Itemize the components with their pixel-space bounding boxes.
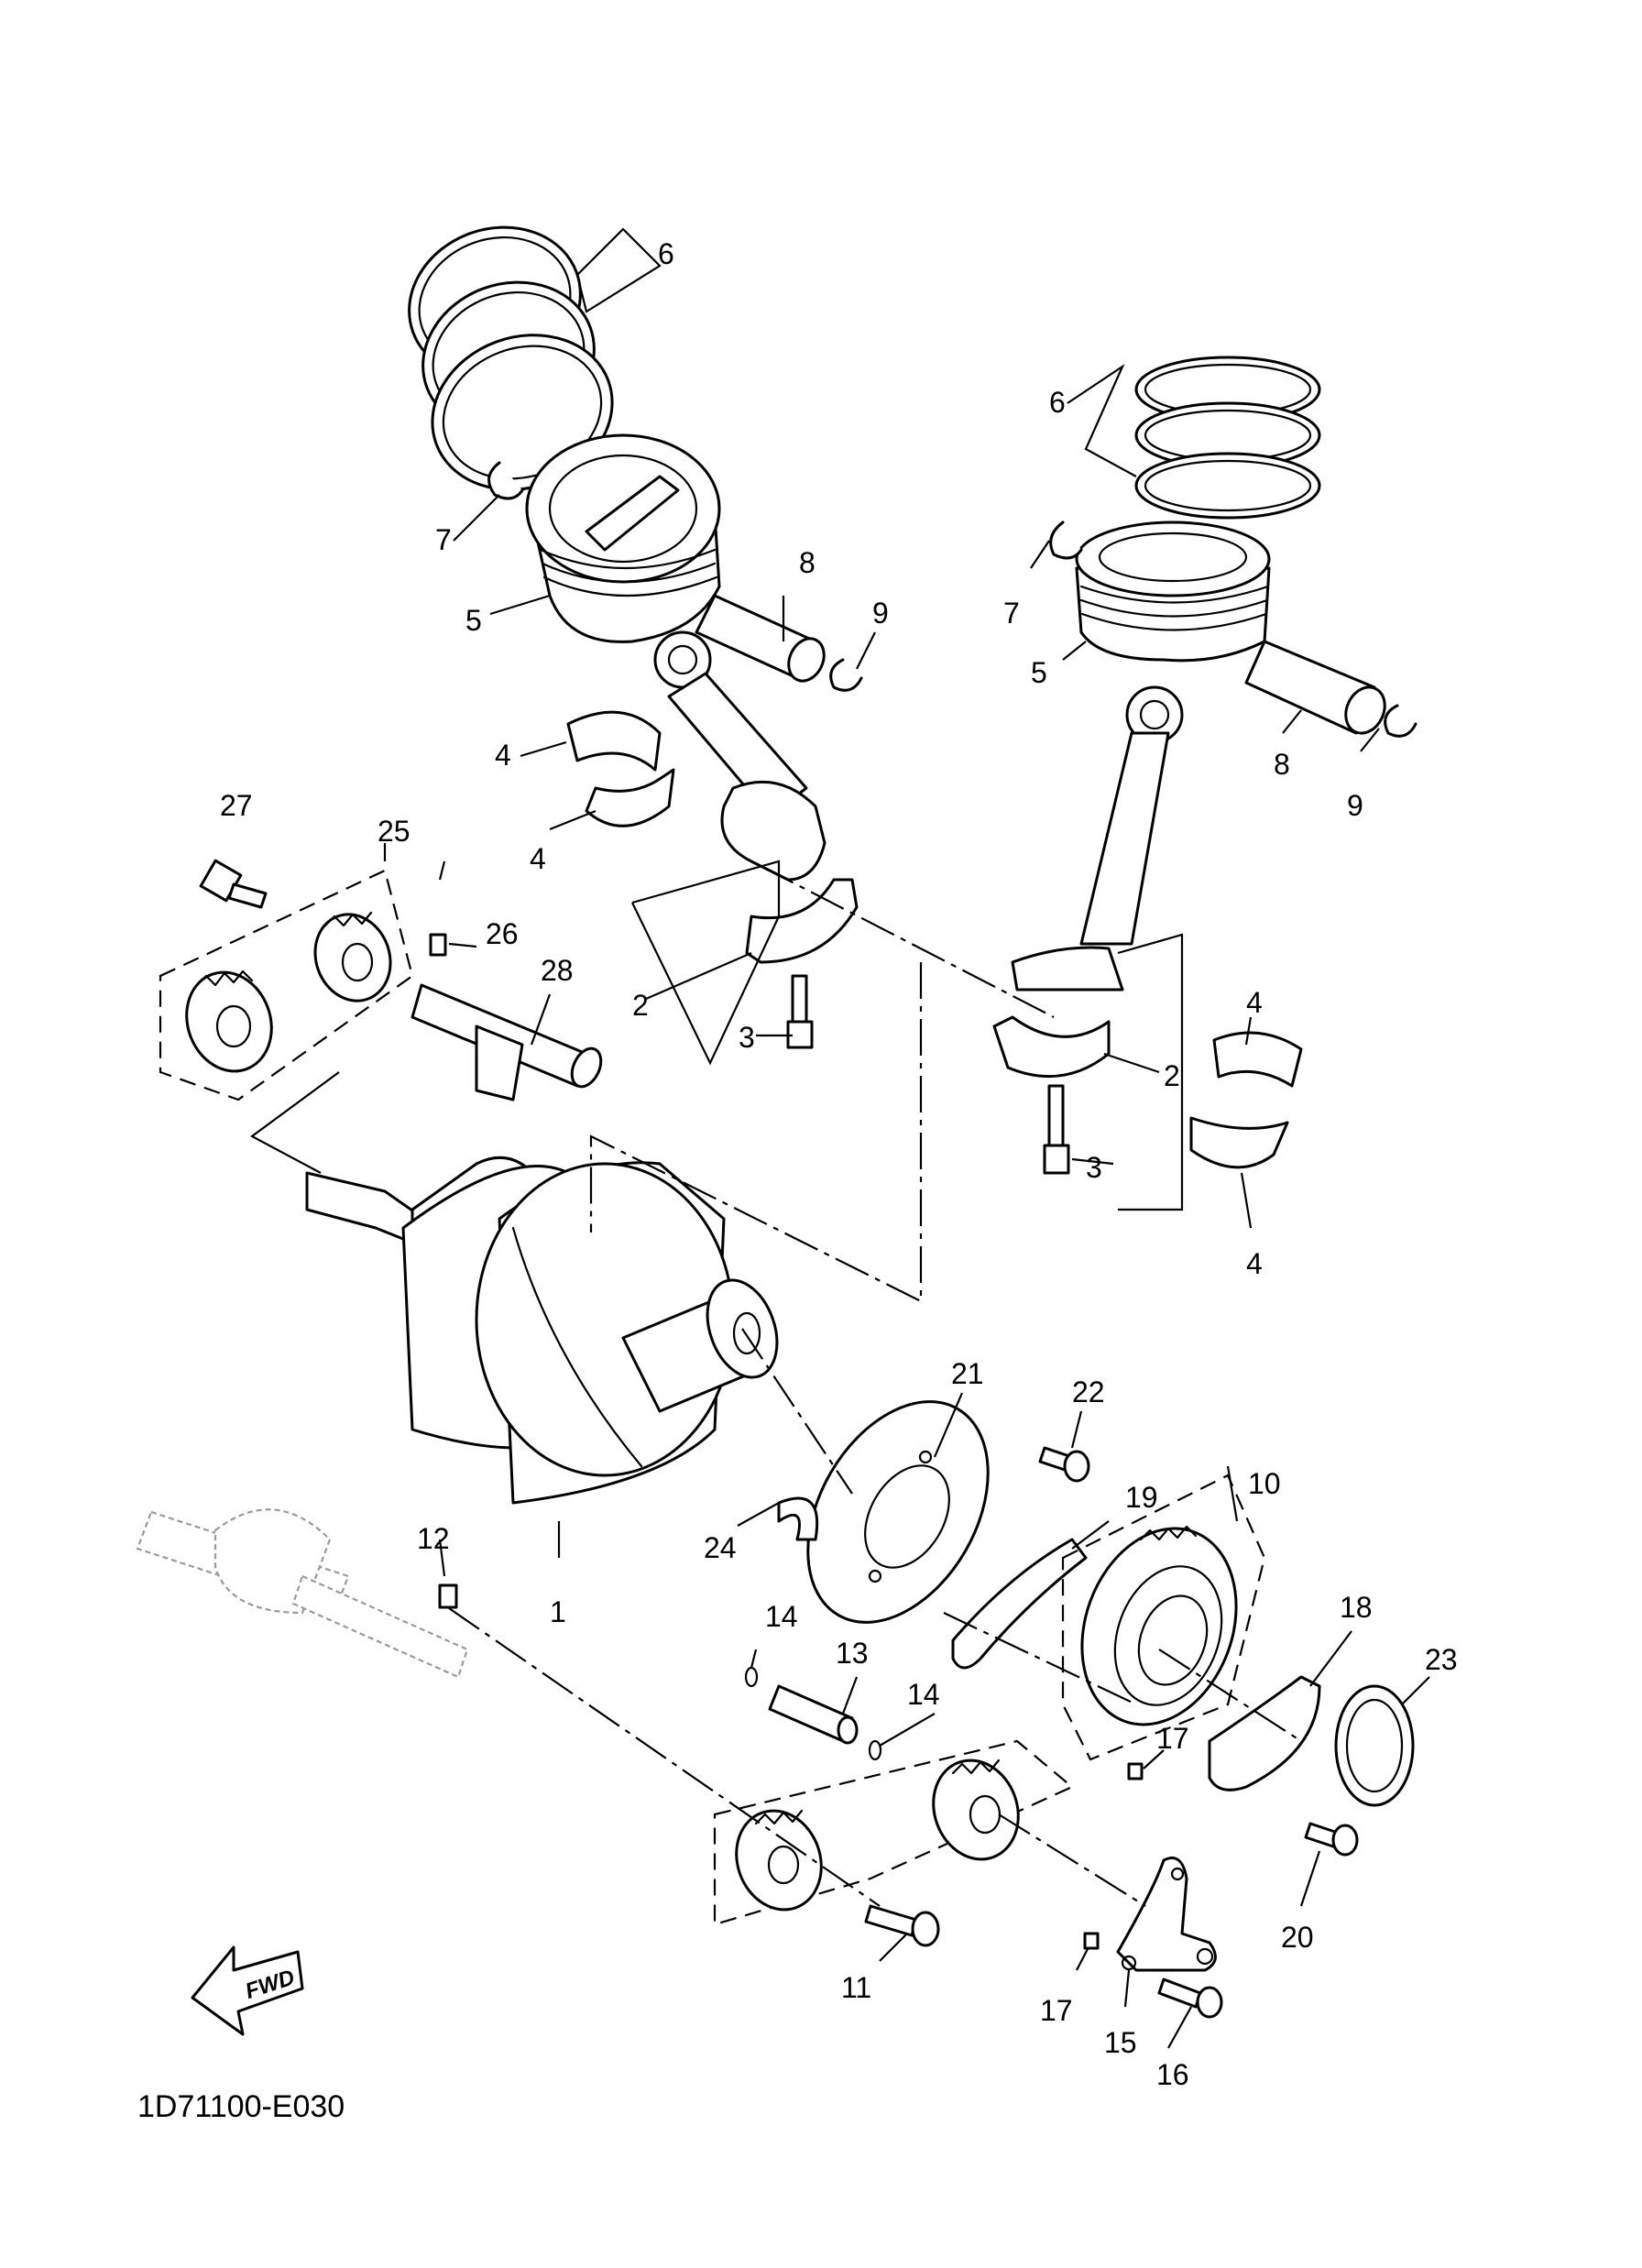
callout-10: 10 [1248,1467,1281,1500]
circlip-right-9 [1384,704,1418,738]
callout-2-right: 2 [1164,1059,1180,1092]
fwd-arrow-icon: FWD [191,1945,304,2036]
callout-1: 1 [550,1595,566,1628]
piston-pin-left-8 [695,594,826,683]
callout-6-left: 6 [658,237,674,270]
pin-17a [1127,1762,1144,1780]
callout-5-left: 5 [465,604,482,637]
chain-lines [249,860,1302,1907]
gear-assembly-box-25 [159,869,414,1101]
callout-11: 11 [841,1971,871,2004]
bearings-left-4 [566,710,675,827]
piston-right [1075,520,1271,663]
piston-left [525,433,721,643]
callout-3-right: 3 [1086,1151,1102,1184]
callout-8-right: 8 [1274,748,1290,781]
callout-24: 24 [704,1531,737,1564]
circlip-right-7 [1049,520,1083,560]
callout-8-left: 8 [799,546,816,579]
bolt-16 [1157,1978,1223,2019]
callout-26: 26 [486,917,519,950]
callout-16: 16 [1156,2058,1189,2091]
callout-17-lower: 17 [1040,1994,1073,2027]
key-26 [429,933,447,957]
leader-lines [383,227,1430,2049]
callout-3-left: 3 [739,1021,755,1054]
flange-21 [806,1400,990,1624]
callout-22: 22 [1072,1375,1105,1408]
callout-17-upper: 17 [1156,1722,1189,1755]
callout-15: 15 [1104,2026,1137,2059]
callout-14-lower: 14 [907,1678,940,1711]
idler-gear-large [932,1759,1020,1861]
o-ring-14a [744,1666,759,1688]
starter-clutch-box-10 [1061,1474,1266,1761]
balancer-shaft-28 [410,983,603,1101]
connecting-rod-right [1011,685,1184,992]
bearing-half-19 [951,1538,1088,1670]
idler-gear-small [735,1809,823,1912]
callout-5-right: 5 [1031,656,1047,689]
bolt-20 [1304,1822,1359,1857]
callout-6-right: 6 [1049,386,1066,419]
o-ring-14b [868,1739,882,1761]
bolt-11 [864,1904,940,1947]
callout-18: 18 [1340,1591,1373,1624]
pin-17b [1083,1932,1100,1950]
callout-2-left: 2 [632,989,649,1022]
shaft-13 [768,1684,859,1745]
rod-bolt-right-3 [1043,1084,1070,1175]
callout-27: 27 [220,789,253,822]
callout-21: 21 [951,1357,984,1390]
connecting-rod-left [653,630,826,882]
balancer-gear-large [185,970,273,1073]
circlip-left-7 [487,461,524,500]
piston-rings-right [1134,356,1321,520]
callout-4-right-upper: 4 [1246,986,1263,1019]
bracket-15 [1116,1857,1217,1972]
key-12 [438,1583,458,1609]
callout-25: 25 [378,815,410,848]
diagram-code: 1D71100-E030 [137,2089,345,2124]
callout-14-upper: 14 [765,1600,798,1633]
bolt-22 [1038,1446,1090,1483]
rod-bolt-left-3 [786,974,814,1049]
callout-4-right-lower: 4 [1246,1247,1263,1280]
balancer-gear-small [313,911,392,1003]
callout-28: 28 [541,954,574,987]
callout-9-right: 9 [1347,789,1363,822]
callout-13: 13 [836,1637,869,1670]
callout-20: 20 [1281,1921,1314,1954]
bolt-27 [199,859,268,909]
piston-pin-right-8 [1244,640,1386,735]
rod-cap-right [992,1015,1111,1079]
callout-7-left: 7 [435,523,452,556]
bearings-right-4 [1189,1031,1303,1169]
callout-23: 23 [1425,1643,1458,1676]
callout-19: 19 [1125,1481,1158,1514]
callout-7-right: 7 [1003,597,1020,630]
background-shaft-faint [136,1508,469,1679]
callout-9-left: 9 [872,597,889,630]
callout-4-left-lower: 4 [530,842,546,875]
circlip-left-9 [829,658,863,692]
starter-clutch-gear [1080,1525,1238,1726]
callout-12: 12 [417,1522,450,1555]
oil-seal-23 [1334,1684,1415,1807]
callout-4-left-upper: 4 [495,739,511,772]
crankshaft-1 [305,1156,779,1505]
bearing-half-18 [1208,1675,1321,1791]
callouts: 6 7 5 8 9 4 4 2 3 6 7 5 8 9 4 2 3 4 27 2… [137,237,1458,2124]
key-24 [777,1496,819,1541]
